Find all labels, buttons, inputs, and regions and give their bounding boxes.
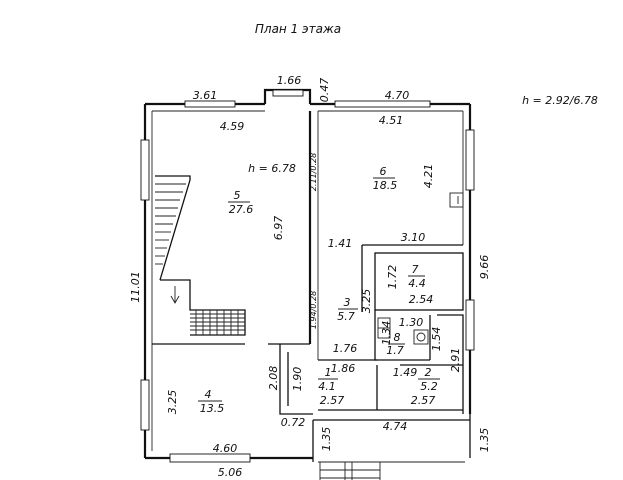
dim-r7-depth: 1.72: [386, 265, 399, 290]
room-4-area: 13.5: [200, 402, 225, 415]
room-6-number: 6: [380, 165, 387, 178]
porch-steps: [319, 462, 381, 480]
dim-top-small: 0.47: [318, 78, 331, 103]
dim-r8-c: 1.54: [430, 327, 443, 352]
dim-overall-left: 11.01: [129, 271, 142, 303]
dim-corr-2: 3.10: [401, 231, 426, 244]
dim-porch-depth-left: 1.35: [320, 427, 333, 452]
room-1-number: 1: [325, 366, 332, 379]
dim-porch-depth-right: 1.35: [478, 428, 491, 453]
dim-r1-height: 1.90: [291, 367, 304, 392]
toilet-icon: [416, 332, 426, 342]
dim-r4-depth: 3.25: [166, 390, 179, 415]
dim-r1-top: 1.86: [331, 362, 356, 375]
room-7-area: 4.4: [408, 277, 426, 290]
stove-icon: [449, 192, 464, 208]
room-1-area: 4.1: [318, 380, 336, 393]
dim-r8-b: 1.34: [380, 321, 393, 346]
dim-r1-bottom: 2.57: [320, 394, 345, 407]
dim-r5-depth: 6.97: [272, 216, 285, 241]
room-2-area: 5.2: [420, 380, 438, 393]
dim-r8-a: 1.30: [399, 316, 424, 329]
room-3-area: 5.7: [337, 310, 355, 323]
dim-porch-gap: 0.72: [281, 416, 306, 429]
dim-corr-1: 1.41: [328, 237, 353, 250]
dim-top-left: 3.61: [193, 89, 218, 102]
room-3-number: 3: [344, 296, 351, 309]
dim-r3-depth: 3.25: [360, 289, 373, 314]
dim-porch-width: 4.74: [383, 420, 408, 433]
room-5-area: 27.6: [229, 203, 254, 216]
dimension-labels: 3.61 1.66 0.47 4.70 4.59 4.51 6.97 4.21 …: [129, 74, 491, 479]
dim-r4-width: 4.60: [213, 442, 238, 455]
room-4-number: 4: [205, 388, 212, 401]
dim-top-right: 4.70: [385, 89, 410, 102]
dim-overall-right: 9.66: [478, 255, 491, 280]
room-5-height: h = 6.78: [248, 162, 296, 175]
dim-r5-width: 4.59: [220, 120, 245, 133]
room-8-number: 8: [394, 331, 401, 344]
room-5-number: 5: [234, 189, 241, 202]
room-6-area: 18.5: [373, 179, 398, 192]
dim-r2-top: 1.49: [393, 366, 418, 379]
dim-wall-ratio-1: 2.11/0.28: [309, 153, 318, 191]
dim-r6-width: 4.51: [379, 114, 404, 127]
interior-walls: [152, 111, 464, 415]
fixtures: [377, 192, 464, 345]
dim-r4-top: 2.08: [267, 366, 280, 391]
dim-r6-depth: 4.21: [422, 164, 435, 189]
windows: [140, 89, 475, 463]
dim-r2-bottom: 2.57: [411, 394, 436, 407]
dim-r7-width: 2.54: [409, 293, 434, 306]
room-labels: 5 27.6 h = 6.78 6 18.5 7 4.4 3 5.7 8 1.7…: [198, 162, 440, 415]
dim-r3-bottom: 1.76: [333, 342, 358, 355]
room-2-number: 2: [425, 366, 432, 379]
heights-note: h = 2.92/6.78: [522, 94, 598, 107]
plan-title: План 1 этажа: [255, 22, 341, 36]
dim-bottom-total: 5.06: [218, 466, 243, 479]
room-8-area: 1.7: [386, 344, 404, 357]
dim-wall-ratio-2: 1.94/0.28: [309, 291, 318, 329]
dim-top-mid: 1.66: [277, 74, 302, 87]
staircase: [155, 175, 246, 336]
dim-r2-depth: 2.91: [449, 348, 462, 373]
room-7-number: 7: [412, 263, 419, 276]
